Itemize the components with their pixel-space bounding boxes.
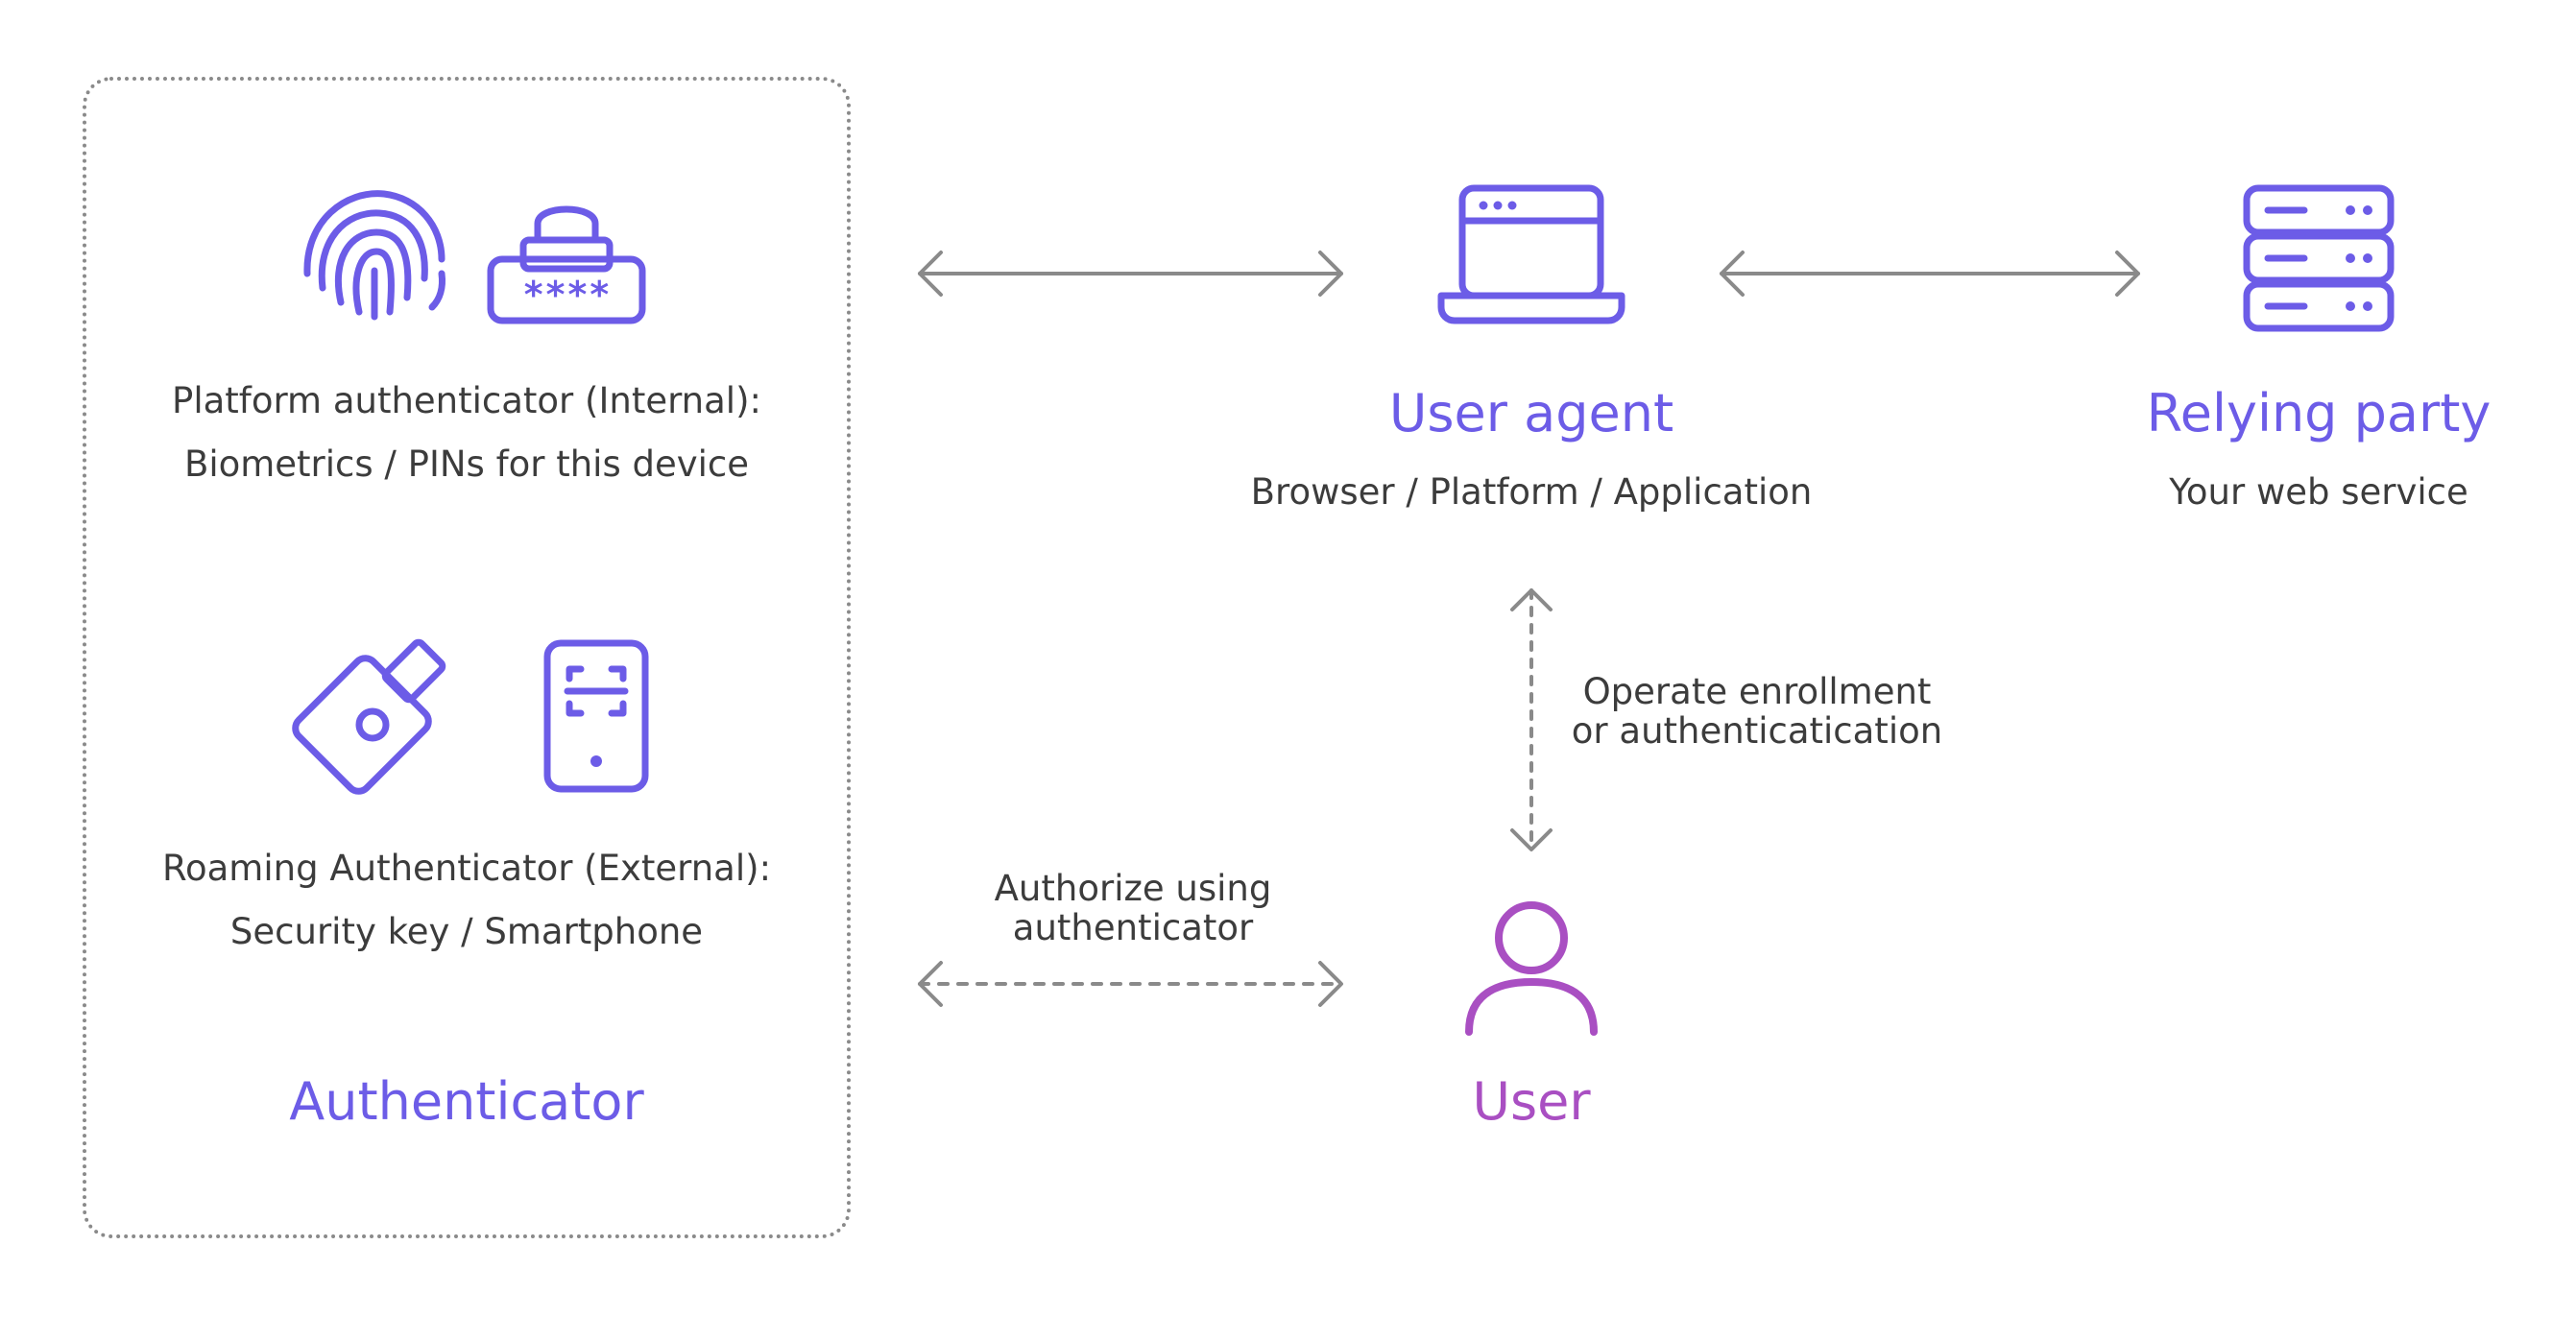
user-agent-subtitle: Browser / Platform / Application <box>1250 471 1813 513</box>
user-title: User <box>1472 1071 1591 1132</box>
platform-authenticator-line2: Biometrics / PINs for this device <box>183 443 750 485</box>
authorize-line2: authenticator <box>1012 907 1254 948</box>
useragent-user-arrow <box>1510 588 1553 851</box>
operate-enrollment-line1: Operate enrollment <box>1582 671 1932 712</box>
password-lock-icon: **** <box>487 205 646 324</box>
pin-mask: **** <box>522 274 611 316</box>
authenticator-user-arrow <box>918 961 1343 1007</box>
authenticator-title: Authenticator <box>289 1071 644 1132</box>
platform-authenticator-line1: Platform authenticator (Internal): <box>172 380 761 421</box>
relying-party-title: Relying party <box>2146 383 2492 443</box>
security-key-icon <box>292 638 446 795</box>
operate-enrollment-label: Operate enrollment or authenticatication <box>1555 672 1959 751</box>
platform-authenticator-description: Platform authenticator (Internal): Biome… <box>83 370 851 496</box>
roaming-authenticator-description: Roaming Authenticator (External): Securi… <box>83 837 851 964</box>
authenticator-container <box>83 77 851 1238</box>
authorize-line1: Authorize using <box>994 868 1272 909</box>
user-icon <box>1465 901 1598 1036</box>
laptop-icon <box>1437 184 1625 324</box>
authorize-label: Authorize using authenticator <box>941 869 1325 947</box>
roaming-authenticator-line1: Roaming Authenticator (External): <box>161 848 772 889</box>
relying-party-subtitle: Your web service <box>2169 471 2468 513</box>
smartphone-icon <box>543 639 649 793</box>
roaming-authenticator-line2: Security key / Smartphone <box>229 911 704 952</box>
operate-enrollment-line2: or authenticatication <box>1571 710 1943 752</box>
server-icon <box>2243 184 2395 332</box>
fingerprint-icon <box>303 190 445 321</box>
user-agent-title: User agent <box>1388 383 1674 443</box>
useragent-relyingparty-arrow <box>1720 251 2140 297</box>
authenticator-useragent-arrow <box>918 251 1343 297</box>
